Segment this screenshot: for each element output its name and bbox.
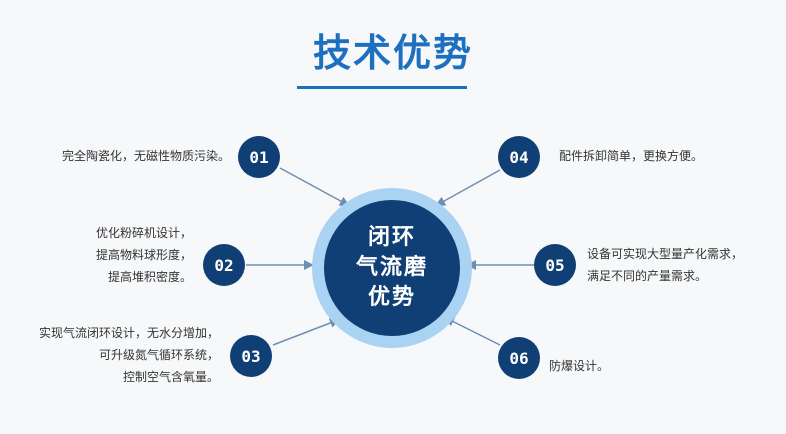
item-04-line-1: 配件拆卸简单，更换方便。 [559,149,704,163]
badge-04: 04 [498,136,540,178]
center-line-2: 气流磨 [355,255,428,280]
item-03-line-3: 控制空气含氧量。 [122,370,219,384]
item-02-line-3: 提高堆积密度。 [107,270,192,284]
arrow-01 [279,167,350,206]
item-05-line-1: 设备可实现大型量产化需求， [587,247,744,261]
item-01-line-1: 完全陶瓷化，无磁性物质污染。 [61,149,230,163]
title-underline [297,86,467,89]
item-06-line-1: 防爆设计。 [549,359,610,373]
item-01-text: 完全陶瓷化，无磁性物质污染。 [62,145,230,167]
item-04-text: 配件拆卸简单，更换方便。 [559,145,703,167]
item-06-text: 防爆设计。 [549,355,609,377]
item-02-text: 优化粉碎机设计， 提高物料球形度， 提高堆积密度。 [96,222,192,288]
center-line-3: 优势 [367,285,416,310]
badge-02: 02 [203,244,245,286]
item-02-line-2: 提高物料球形度， [95,248,192,262]
item-05-line-2: 满足不同的产量需求。 [587,269,708,283]
badge-03: 03 [230,335,272,377]
center-circle: 闭环 气流磨 优势 [324,200,460,336]
item-03-line-1: 实现气流闭环设计，无水分增加， [38,326,219,340]
arrow-04 [435,169,501,206]
arrow-06 [444,317,501,346]
arrow-03 [272,318,340,346]
item-03-text: 实现气流闭环设计，无水分增加， 可升级氮气循环系统， 控制空气含氧量。 [39,322,219,388]
page-title: 技术优势 [312,31,473,75]
center-line-1: 闭环 [367,225,416,250]
item-02-line-1: 优化粉碎机设计， [95,226,192,240]
item-05-text: 设备可实现大型量产化需求， 满足不同的产量需求。 [587,243,743,287]
badge-05: 05 [534,244,576,286]
item-03-line-2: 可升级氮气循环系统， [98,348,219,362]
badge-01: 01 [238,136,280,178]
badge-06: 06 [498,337,540,379]
